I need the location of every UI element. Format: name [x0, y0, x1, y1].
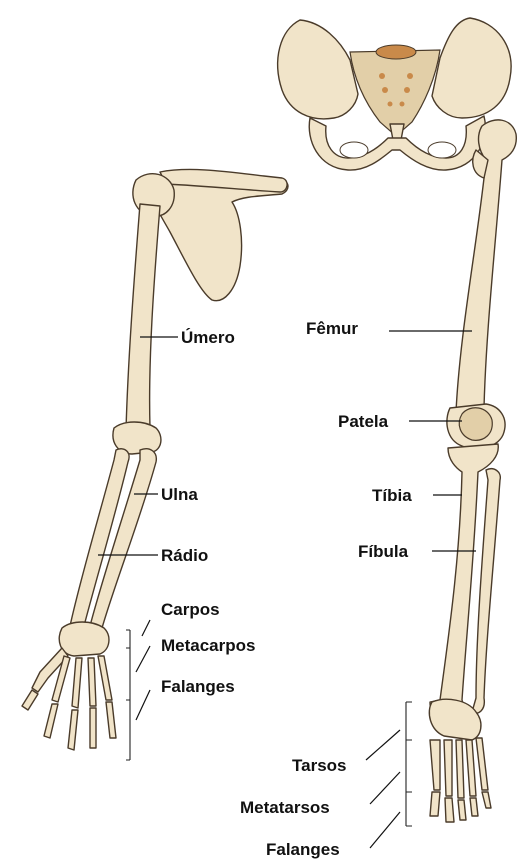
label-falanges-mao: Falanges: [161, 677, 235, 696]
label-patela: Patela: [338, 412, 389, 431]
humerus-bone: [126, 204, 160, 430]
foot-brackets: [366, 702, 412, 848]
patella-bone: [459, 408, 492, 441]
sacrum: [350, 50, 440, 136]
arm: [22, 169, 288, 750]
label-femur: Fêmur: [306, 319, 358, 338]
hand-brackets: [126, 620, 150, 760]
leg: [429, 120, 516, 822]
label-falanges-pe: Falanges: [266, 840, 340, 859]
label-fibula: Fíbula: [358, 542, 409, 561]
label-tibia: Tíbia: [372, 486, 412, 505]
pelvis: [278, 18, 511, 170]
label-metacarpos: Metacarpos: [161, 636, 255, 655]
label-tarsos: Tarsos: [292, 756, 347, 775]
label-metatarsos: Metatarsos: [240, 798, 330, 817]
label-radio: Rádio: [161, 546, 208, 565]
label-ulna: Ulna: [161, 485, 198, 504]
label-umero: Úmero: [181, 328, 235, 347]
label-carpos: Carpos: [161, 600, 220, 619]
